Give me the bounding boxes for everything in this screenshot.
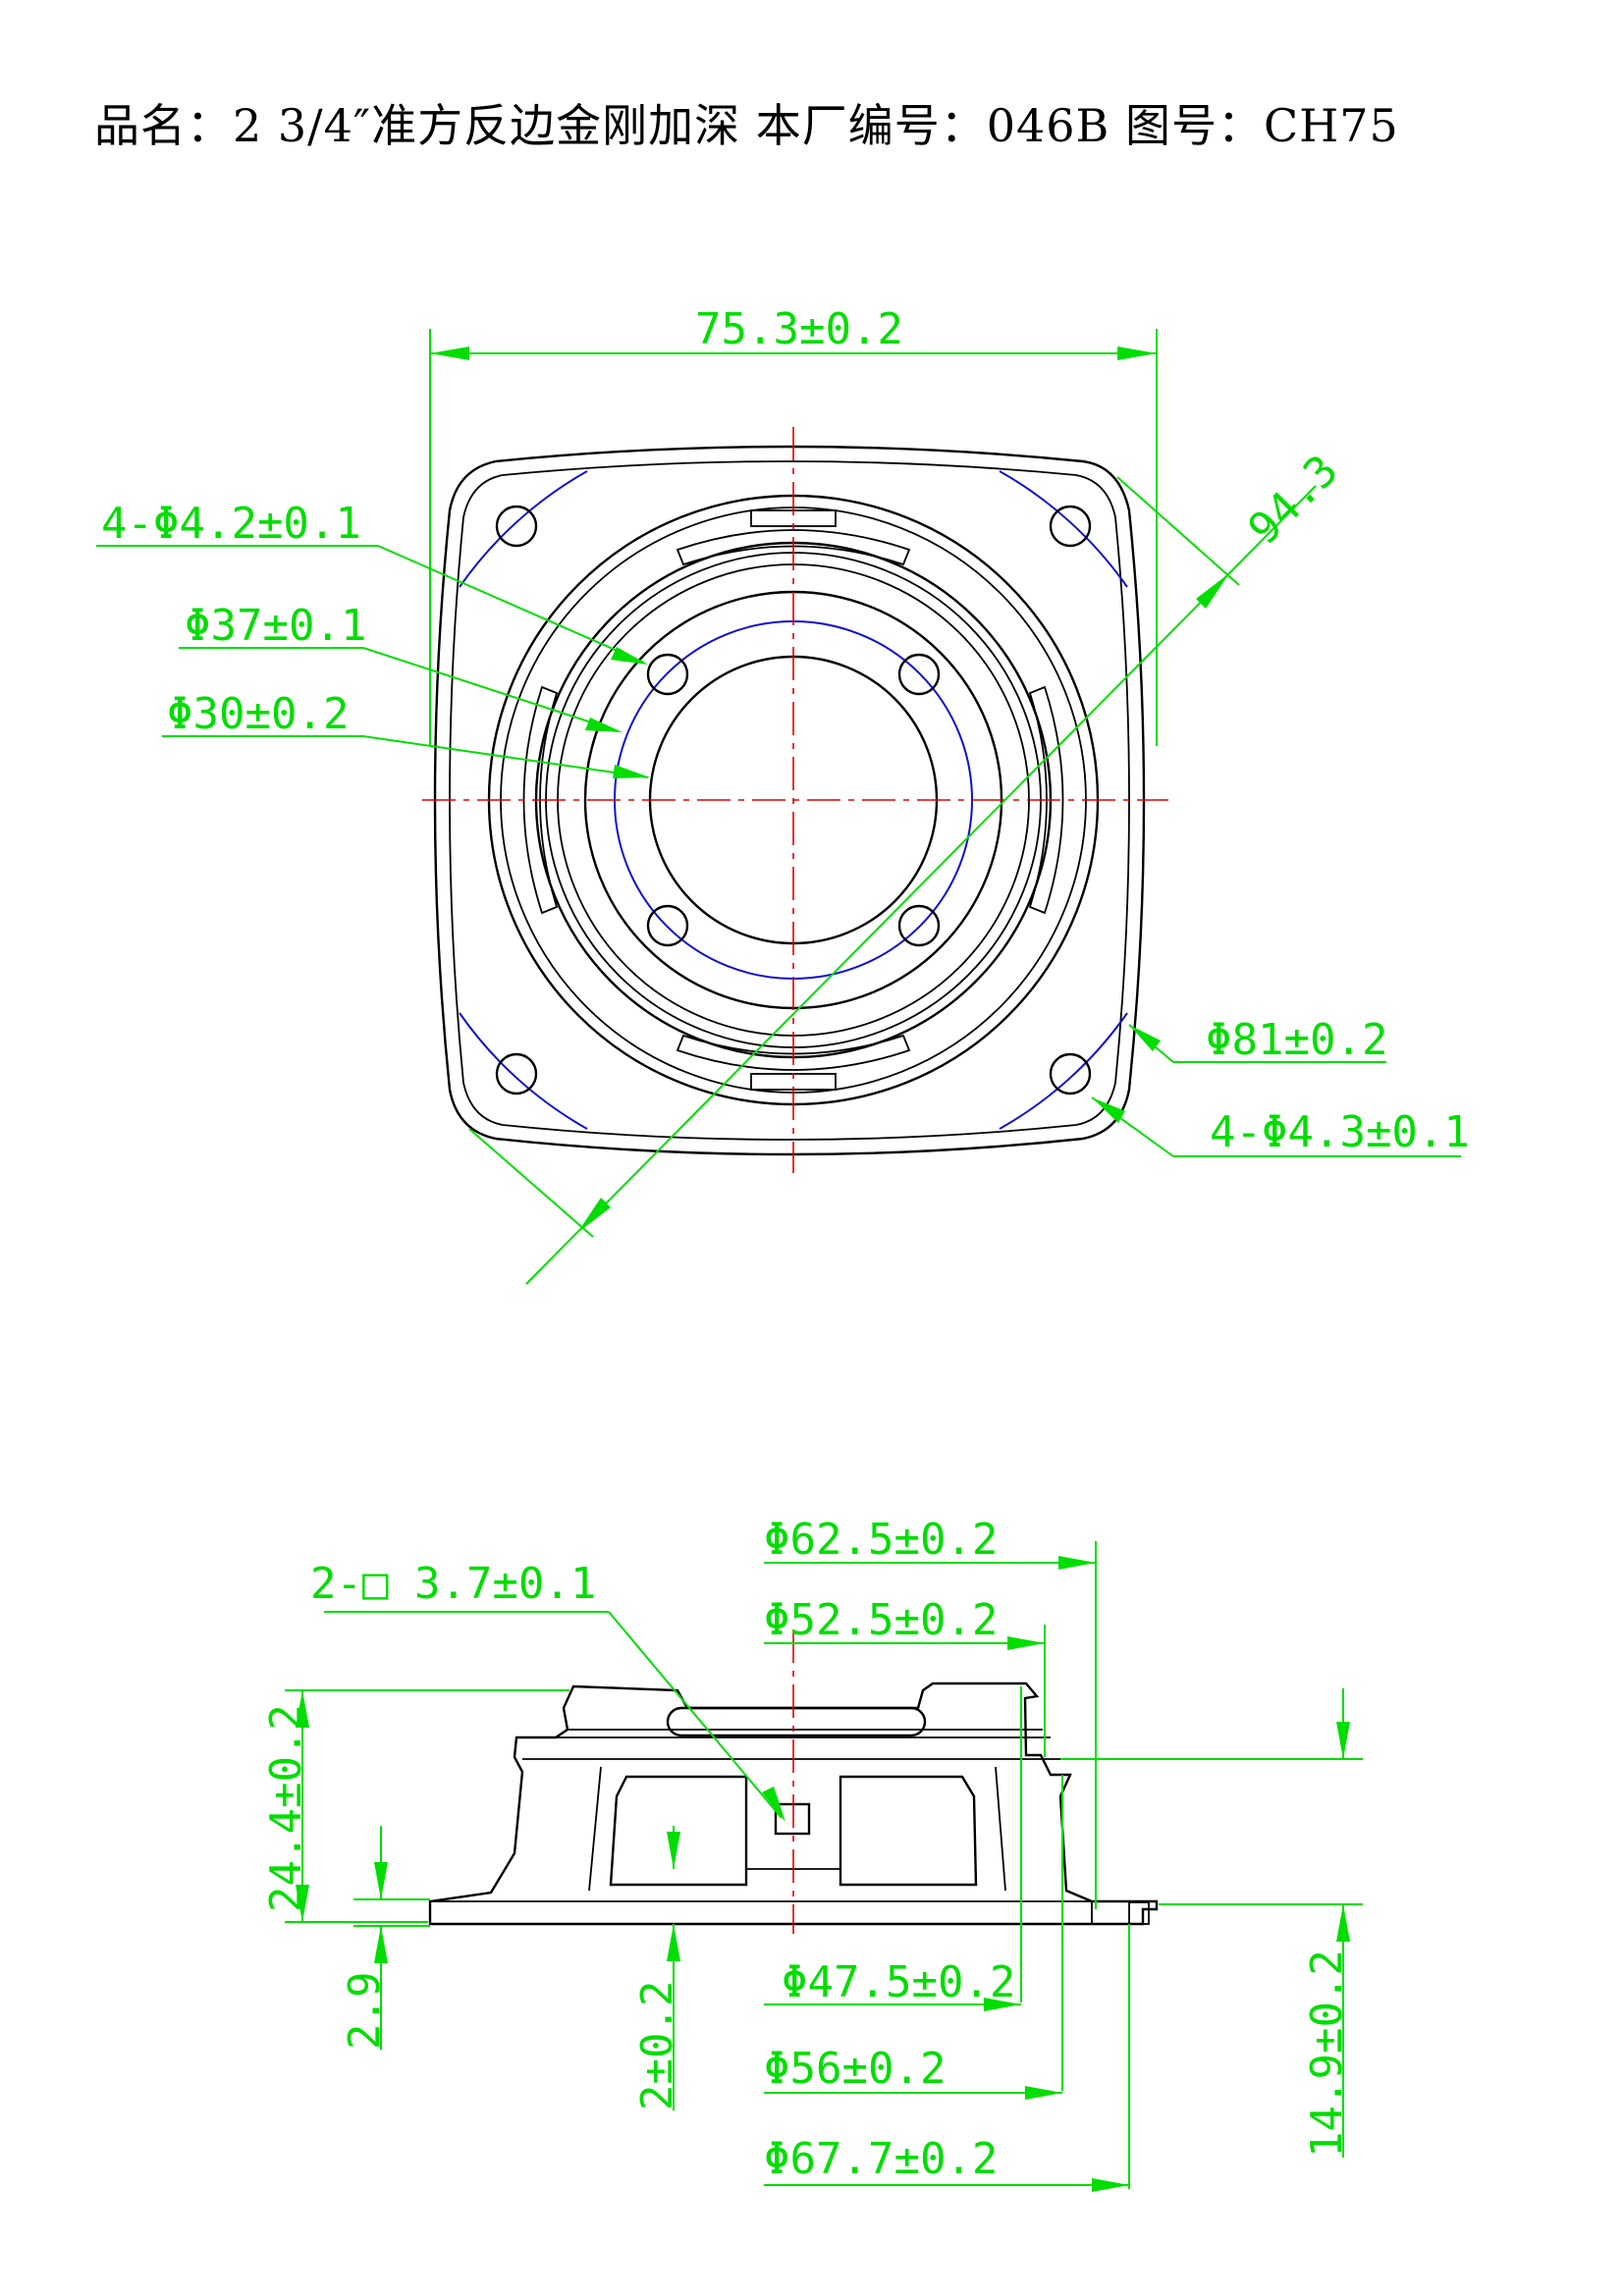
dim-d47-5: Φ47.5±0.2 bbox=[764, 1686, 1022, 2011]
dim-flange: 2.9 bbox=[340, 1826, 430, 2050]
mount-hole-inner bbox=[897, 904, 941, 947]
dim-d52-5: Φ52.5±0.2 bbox=[764, 1595, 1046, 1757]
dim-height-label: 24.4±0.2 bbox=[261, 1704, 311, 1912]
drawing-title: 品名：2 3/4″准方反边金刚加深 本厂编号：046B 图号：CH75 bbox=[94, 99, 1399, 152]
dim-holes-outer-label: 4-Φ4.3±0.1 bbox=[1210, 1107, 1470, 1157]
flange-end-notch bbox=[1128, 1901, 1150, 1925]
side-view: Φ62.5±0.2 Φ52.5±0.2 2-□ 3.7±0.1 Φ47.5±0.… bbox=[261, 1515, 1363, 2192]
pitch-arc-d81 bbox=[999, 1012, 1128, 1130]
dim-d67-7-label: Φ67.7±0.2 bbox=[764, 2134, 998, 2184]
square-hole bbox=[774, 1802, 811, 1836]
side-slot bbox=[666, 1706, 927, 1737]
leader-pitch-d81: Φ81±0.2 bbox=[1128, 1015, 1387, 1065]
dim-d47-5-label: Φ47.5±0.2 bbox=[782, 1957, 1015, 2007]
dim-d67-7: Φ67.7±0.2 bbox=[764, 1924, 1130, 2192]
frame-inner-outline bbox=[449, 460, 1130, 1141]
mount-hole-inner bbox=[646, 904, 689, 947]
dim-holes-inner-label: 4-Φ4.2±0.1 bbox=[101, 499, 361, 549]
dim-width-label: 75.3±0.2 bbox=[695, 304, 903, 354]
leader-holes-outer: 4-Φ4.3±0.1 bbox=[1091, 1096, 1470, 1157]
dim-pitch-d37-label: Φ37±0.1 bbox=[185, 601, 366, 651]
side-leg-right bbox=[995, 1766, 1006, 1892]
mount-hole-inner bbox=[897, 653, 941, 696]
mount-hole-outer bbox=[1049, 1052, 1092, 1095]
dim-d62-5: Φ62.5±0.2 bbox=[764, 1515, 1097, 1909]
mount-hole-outer bbox=[495, 505, 538, 548]
dim-height: 24.4±0.2 bbox=[261, 1689, 569, 1923]
pitch-arc-d81 bbox=[459, 1012, 588, 1130]
dim-d62-5-label: Φ62.5±0.2 bbox=[764, 1515, 998, 1565]
slot bbox=[1028, 685, 1064, 915]
mount-hole-outer bbox=[495, 1052, 538, 1095]
mount-hole-inner bbox=[646, 653, 689, 696]
top-view: 75.3±0.2 94.3 4-Φ4.2±0.1 Φ37±0.1 Φ30±0.2 bbox=[96, 304, 1470, 1285]
leader-bore-d30: Φ30±0.2 bbox=[162, 689, 650, 778]
dim-d56: Φ56±0.2 bbox=[764, 1775, 1063, 2100]
dim-flange-label: 2.9 bbox=[340, 1972, 390, 2050]
dim-square-hole: 2-□ 3.7±0.1 bbox=[310, 1559, 785, 1822]
dim-depth-label: 14.9±0.2 bbox=[1302, 1949, 1352, 2158]
dim-width: 75.3±0.2 bbox=[429, 304, 1158, 746]
dim-depth: 14.9±0.2 bbox=[1060, 1688, 1363, 2158]
slot bbox=[676, 529, 911, 566]
pitch-arc-d81 bbox=[999, 470, 1128, 588]
side-window-left bbox=[609, 1775, 748, 1887]
side-window-right bbox=[839, 1775, 978, 1887]
dim-diagonal-label: 94.3 bbox=[1239, 446, 1348, 555]
pitch-arc-d81 bbox=[459, 470, 588, 588]
mount-hole-outer bbox=[1049, 505, 1092, 548]
dim-bore-d30-label: Φ30±0.2 bbox=[167, 689, 349, 739]
dim-pitch-d81-label: Φ81±0.2 bbox=[1206, 1015, 1387, 1065]
frame-outer-outline bbox=[433, 445, 1146, 1156]
leader-pitch-d37: Φ37±0.1 bbox=[179, 601, 623, 732]
dim-step: 2±0.2 bbox=[632, 1826, 682, 2110]
dim-d56-label: Φ56±0.2 bbox=[764, 2044, 946, 2094]
dim-d52-5-label: Φ52.5±0.2 bbox=[764, 1595, 998, 1645]
side-leg-left bbox=[588, 1766, 602, 1892]
leader-holes-inner: 4-Φ4.2±0.1 bbox=[96, 499, 648, 665]
slot bbox=[676, 1034, 911, 1071]
dim-square-hole-label: 2-□ 3.7±0.1 bbox=[310, 1559, 596, 1609]
dim-step-label: 2±0.2 bbox=[632, 1981, 682, 2110]
